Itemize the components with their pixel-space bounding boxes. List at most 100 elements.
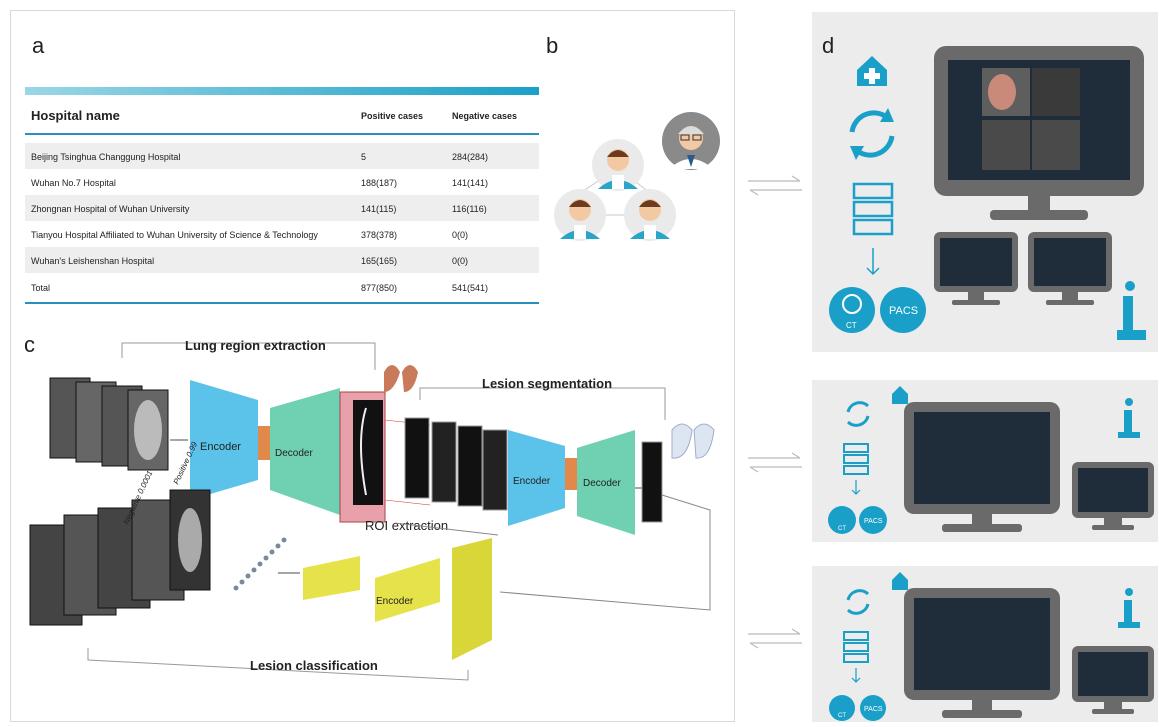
monitor-icon — [904, 402, 1060, 532]
cell-hospital: Zhongnan Hospital of Wuhan University — [31, 204, 190, 214]
header-negative: Negative cases — [452, 111, 518, 121]
encoder-block-1 — [190, 380, 258, 500]
encoder-label-2: Encoder — [513, 476, 551, 487]
doctor-avatar-icon — [624, 189, 676, 241]
cell-hospital: Wuhan No.7 Hospital — [31, 178, 116, 188]
panel-letter-b: b — [546, 33, 559, 58]
cell-negative: 541(541) — [452, 283, 489, 293]
server-icon — [852, 182, 894, 236]
label-ct: CT — [838, 526, 846, 532]
decoder-label-1: Decoder — [275, 448, 313, 459]
encoder-label-3: Encoder — [376, 596, 414, 607]
decoder-block-1 — [270, 388, 340, 515]
arrow-down-icon — [851, 668, 861, 683]
monitor-small-icon — [1028, 232, 1112, 305]
label-lesion-cls: Lesion classification — [250, 658, 378, 673]
cell-negative: 284(284) — [452, 152, 489, 162]
table-row: Wuhan's Leishenshan Hospital 165(165) 0(… — [25, 247, 539, 273]
label-lesion-seg: Lesion segmentation — [482, 376, 612, 391]
table-accent-bar — [25, 87, 539, 95]
cell-hospital: Wuhan's Leishenshan Hospital — [31, 256, 155, 266]
ct-scanner-icon — [828, 506, 856, 534]
cell-negative: 0(0) — [452, 230, 469, 240]
site-2-graphic: CT PACS — [828, 386, 1154, 534]
ct-slice-stack — [49, 377, 169, 471]
hospital-icon — [892, 572, 908, 590]
label-pacs: PACS — [864, 518, 883, 525]
header-positive: Positive cases — [361, 111, 424, 121]
header-hospital: Hospital name — [31, 108, 120, 123]
cell-positive: 165(165) — [361, 256, 398, 266]
label-pacs: PACS — [889, 305, 918, 317]
label-ct: CT — [838, 713, 846, 719]
panel-letter-c: c — [24, 332, 35, 357]
classifier-dense-block — [303, 556, 360, 600]
sync-icon — [846, 401, 870, 427]
site-box-3: CT PACS — [812, 566, 1158, 722]
sync-icon — [846, 589, 870, 615]
table-row: Beijing Tsinghua Changgung Hospital 5 28… — [25, 143, 539, 169]
cell-negative: 0(0) — [452, 256, 469, 266]
exchange-arrows-icon — [748, 175, 802, 196]
classifier-encoder-block — [375, 558, 440, 622]
site-3-graphic: CT PACS — [829, 572, 1154, 721]
server-icon — [843, 443, 869, 475]
monitor-icon — [934, 46, 1144, 220]
hospital-icon — [892, 386, 908, 404]
label-roi: ROI extraction — [365, 518, 448, 533]
user-icon — [1118, 398, 1140, 438]
lesion-mask-slice — [641, 441, 663, 523]
server-icon — [843, 631, 869, 663]
ct-scanner-icon — [829, 287, 875, 333]
user-icon — [1118, 588, 1140, 628]
panel-letter-a: a — [32, 33, 45, 58]
pacs-icon — [859, 506, 887, 534]
encoder-label-1: Encoder — [200, 441, 241, 453]
cell-positive: 877(850) — [361, 283, 398, 293]
table-bottom-rule — [25, 302, 539, 304]
pacs-icon — [880, 287, 926, 333]
doctor-avatar-icon — [554, 189, 606, 241]
exchange-arrows-icon — [748, 628, 802, 649]
decoder-label-2: Decoder — [583, 478, 621, 489]
roi-feature-block — [452, 538, 492, 660]
arrow-down-icon — [851, 480, 861, 495]
bottleneck-block-1 — [258, 426, 270, 460]
doctor-avatar-icon — [592, 139, 644, 191]
cell-negative: 116(116) — [452, 204, 487, 214]
site-main-graphic: CT PACS — [829, 46, 1146, 340]
table-row: Zhongnan Hospital of Wuhan University 14… — [25, 195, 539, 221]
feature-dots — [233, 537, 287, 591]
cell-positive: 5 — [361, 152, 367, 162]
hospital-icon — [857, 56, 887, 86]
arrow-down-icon — [866, 248, 880, 276]
cell-negative: 141(141) — [452, 178, 489, 188]
monitor-small-icon — [1072, 646, 1154, 714]
decoder-block-2 — [577, 430, 635, 535]
table-row: Wuhan No.7 Hospital 188(187) 141(141) — [25, 169, 539, 195]
output-slice-stack — [29, 489, 211, 626]
table-header: Hospital name Positive cases Negative ca… — [25, 95, 539, 135]
cell-hospital: Beijing Tsinghua Changgung Hospital — [31, 152, 181, 162]
monitor-small-icon — [934, 232, 1018, 305]
cell-hospital: Total — [31, 283, 51, 293]
table-row-total: Total 877(850) 541(541) — [25, 274, 539, 300]
ct-scanner-icon — [829, 695, 855, 721]
site-box-main: CT PACS — [812, 12, 1158, 352]
table-row: Tianyou Hospital Affiliated to Wuhan Uni… — [25, 221, 539, 247]
panel-letter-d: d — [822, 33, 835, 58]
label-pacs: PACS — [864, 706, 883, 713]
encoder-block-2 — [508, 430, 565, 526]
cell-positive: 141(115) — [361, 204, 397, 214]
user-icon — [1117, 281, 1146, 340]
senior-doctor-avatar-icon — [662, 112, 720, 170]
exchange-arrows-icon — [748, 452, 802, 473]
lesion-3d-icon — [671, 423, 715, 459]
monitor-icon — [904, 588, 1060, 718]
expert-group — [554, 112, 720, 241]
pipeline-diagram: Lung region extraction Lesion segmentati… — [29, 338, 715, 681]
bottleneck-block-2 — [565, 458, 577, 490]
cell-positive: 188(187) — [361, 178, 398, 188]
label-ct: CT — [846, 321, 857, 330]
site-box-2: CT PACS — [812, 380, 1158, 542]
